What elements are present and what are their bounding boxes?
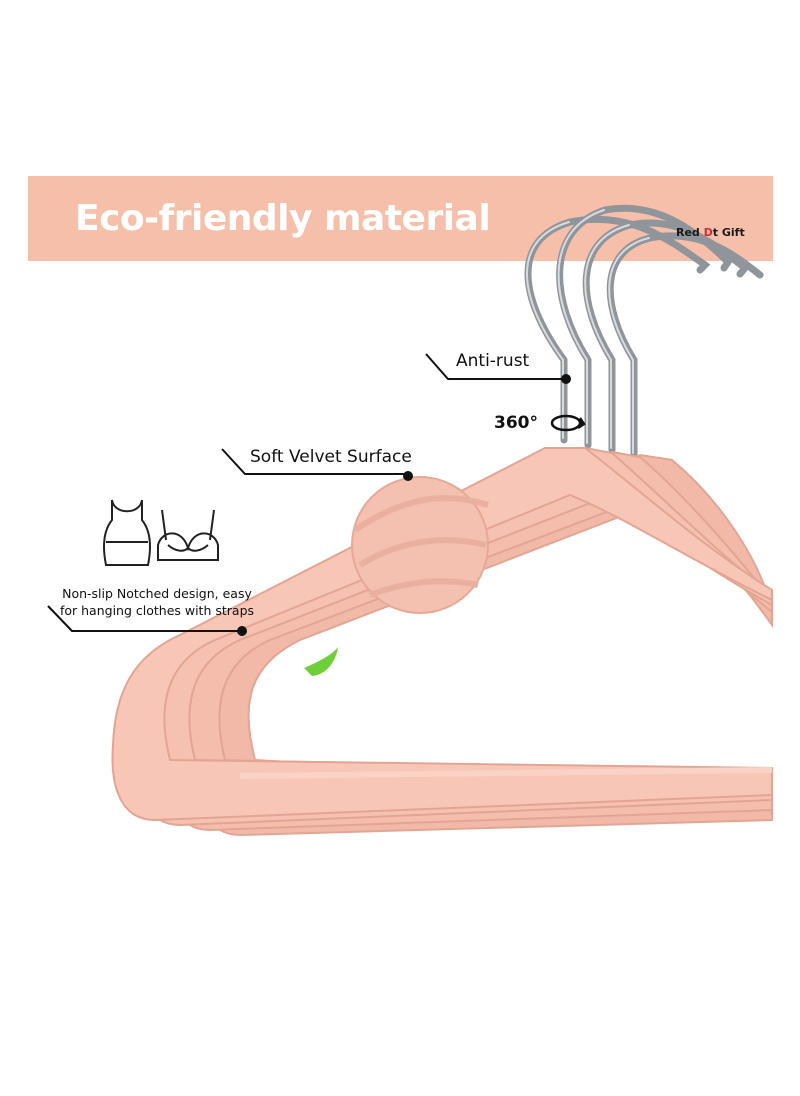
hanger-hooks [524, 204, 764, 459]
bar-highlight [239, 767, 773, 779]
brand-logo: Red Dt Gift [676, 226, 745, 239]
tank-top-icon [103, 499, 151, 566]
velvet-zoom-circle [351, 476, 489, 614]
non-slip-line1: Non-slip Notched design, easy [62, 586, 252, 601]
anti-rust-label: Anti-rust [456, 351, 530, 371]
callout-dot-anti-rust [561, 374, 571, 384]
callout-lines [47, 353, 566, 632]
banner-title: Eco-friendly material [75, 198, 491, 239]
bra-icon [157, 509, 219, 561]
callout-dot-nonslip [237, 626, 247, 636]
non-slip-line2: for hanging clothes with straps [59, 603, 255, 618]
non-slip-label: Non-slip Notched design, easy for hangin… [44, 585, 270, 619]
callout-dot-soft [403, 471, 413, 481]
banner-background [28, 176, 773, 261]
rotation-arrow-icon [550, 414, 586, 432]
rotation-label: 360° [494, 413, 538, 433]
nonslip-insert [304, 647, 338, 676]
soft-velvet-label: Soft Velvet Surface [250, 447, 412, 467]
